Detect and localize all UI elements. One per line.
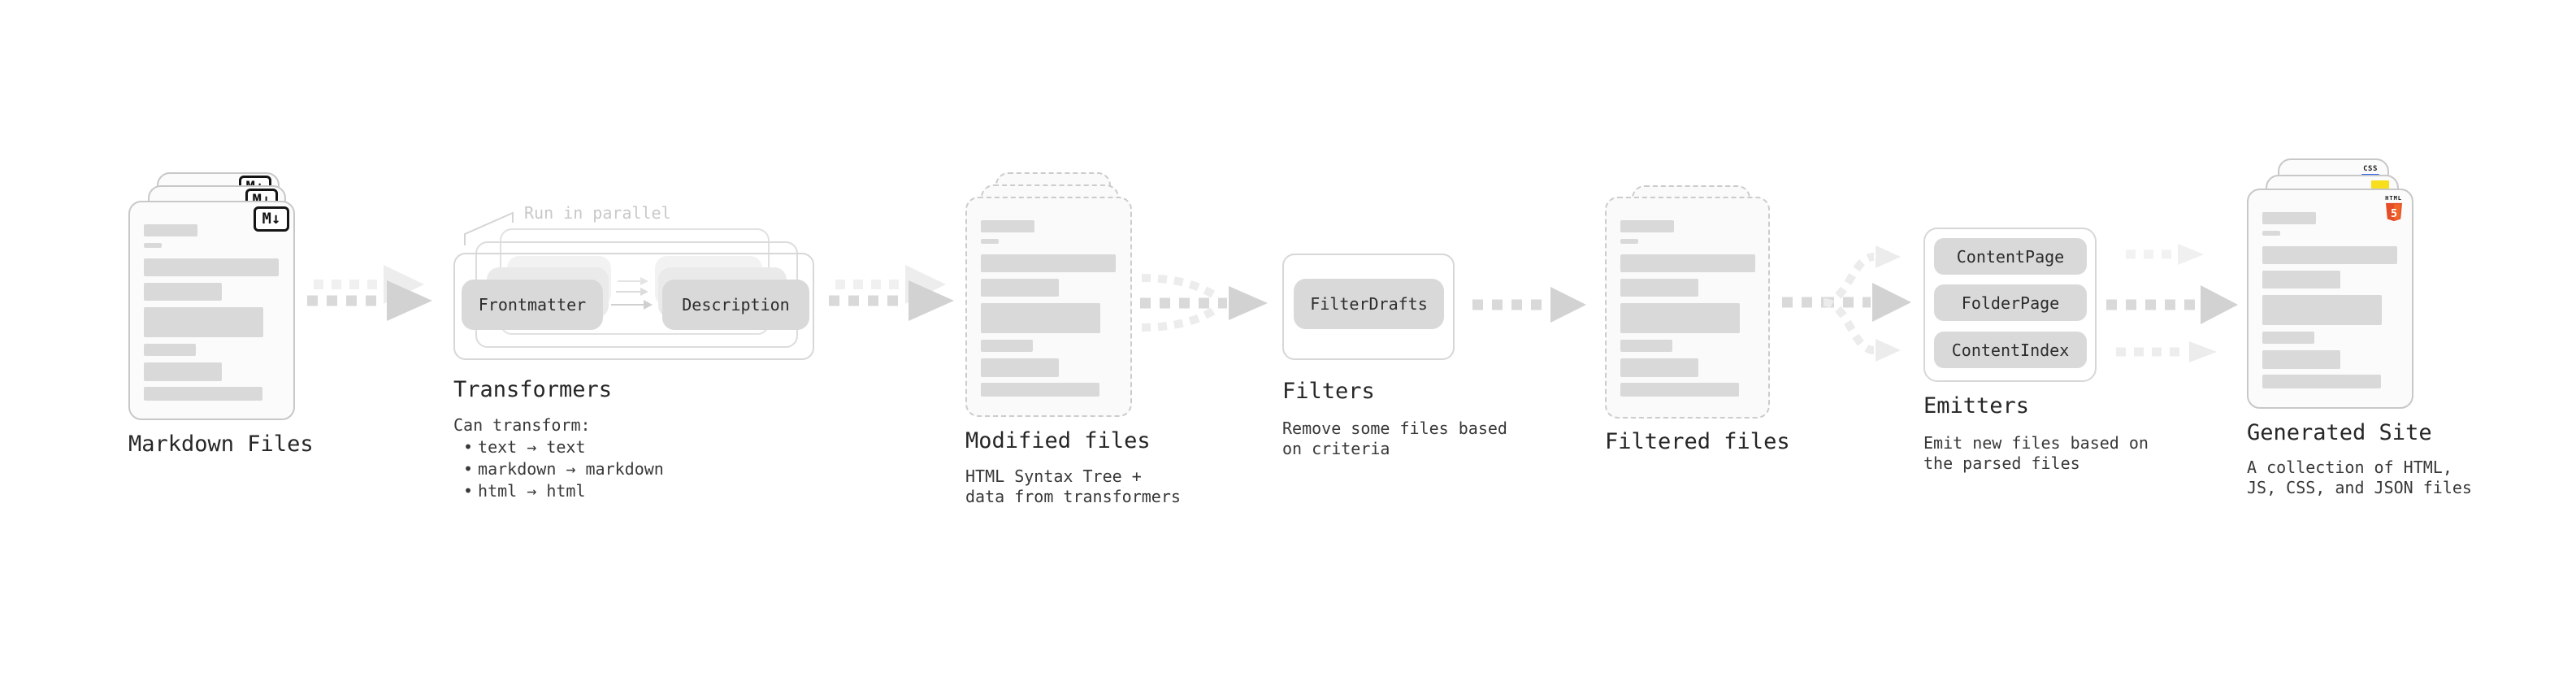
node-filterdrafts: FilterDrafts — [1294, 279, 1444, 329]
svg-text:5: 5 — [2391, 208, 2397, 220]
markdown-icon: M↓ — [254, 206, 289, 232]
stage-desc: the parsed files — [1923, 453, 2080, 473]
node-folderpage: FolderPage — [1934, 284, 2087, 321]
stage-desc: HTML Syntax Tree + — [965, 466, 1142, 486]
js-badge — [2371, 180, 2389, 189]
bullet-item: •html → html — [463, 481, 586, 501]
doc-placeholder-lines — [144, 224, 279, 401]
file-card — [1605, 197, 1770, 419]
flow-arrow-fan-out-icon — [1782, 245, 1911, 362]
stage-title-modified-files: Modified files — [965, 428, 1151, 453]
node-description: Description — [662, 280, 809, 330]
stage-title-markdown-files: Markdown Files — [128, 432, 314, 457]
stage-title-generated-site: Generated Site — [2247, 420, 2432, 445]
stage-title-filtered-files: Filtered files — [1605, 429, 1790, 454]
flow-arrow-markdown-to-transformers-icon — [307, 265, 432, 321]
stage-desc: data from transformers — [965, 487, 1181, 506]
doc-placeholder-lines — [2262, 212, 2397, 388]
doc-placeholder-lines — [1620, 220, 1755, 397]
bullet-marker: • — [463, 459, 474, 479]
flow-arrow-emitter-bottom-icon — [2116, 341, 2217, 362]
html5-icon: HTML 5 — [2385, 195, 2402, 222]
parallel-arrows-icon — [611, 277, 653, 310]
stage-desc: Emit new files based on — [1923, 433, 2149, 453]
flow-arrow-emitter-top-icon — [2126, 244, 2204, 265]
bullet-marker: • — [463, 481, 474, 501]
node-contentpage: ContentPage — [1934, 238, 2087, 275]
stage-title-filters: Filters — [1282, 379, 1375, 404]
file-card: M↓ — [128, 201, 295, 420]
stage-title-transformers: Transformers — [453, 377, 613, 402]
bullet-item: •markdown → markdown — [463, 459, 664, 479]
flow-arrow-transformers-to-modified-icon — [829, 265, 954, 321]
bullet-marker: • — [463, 437, 474, 457]
file-card: HTML 5 — [2247, 189, 2413, 409]
node-frontmatter: Frontmatter — [462, 280, 603, 330]
flow-arrow-emitter-middle-icon — [2106, 285, 2238, 324]
stage-title-emitters: Emitters — [1923, 393, 2030, 419]
stage-desc: A collection of HTML, — [2247, 458, 2452, 477]
annotation-run-in-parallel: Run in parallel — [524, 203, 671, 223]
transformer-container — [453, 253, 814, 360]
stage-desc: on criteria — [1282, 439, 1390, 458]
file-card — [965, 197, 1132, 417]
stage-desc: JS, CSS, and JSON files — [2247, 478, 2472, 497]
bullet-item: •text → text — [463, 437, 586, 457]
stage-desc: Remove some files based — [1282, 419, 1507, 438]
flow-arrow-fan-in-icon — [1140, 274, 1268, 332]
node-contentindex: ContentIndex — [1934, 332, 2087, 368]
flow-arrow-filters-to-filtered-icon — [1472, 287, 1586, 323]
filters-container — [1282, 254, 1455, 360]
annotation-leader-line — [464, 211, 514, 245]
doc-placeholder-lines — [981, 220, 1116, 397]
emitters-container — [1923, 228, 2097, 382]
stage-desc: Can transform: — [453, 415, 591, 435]
